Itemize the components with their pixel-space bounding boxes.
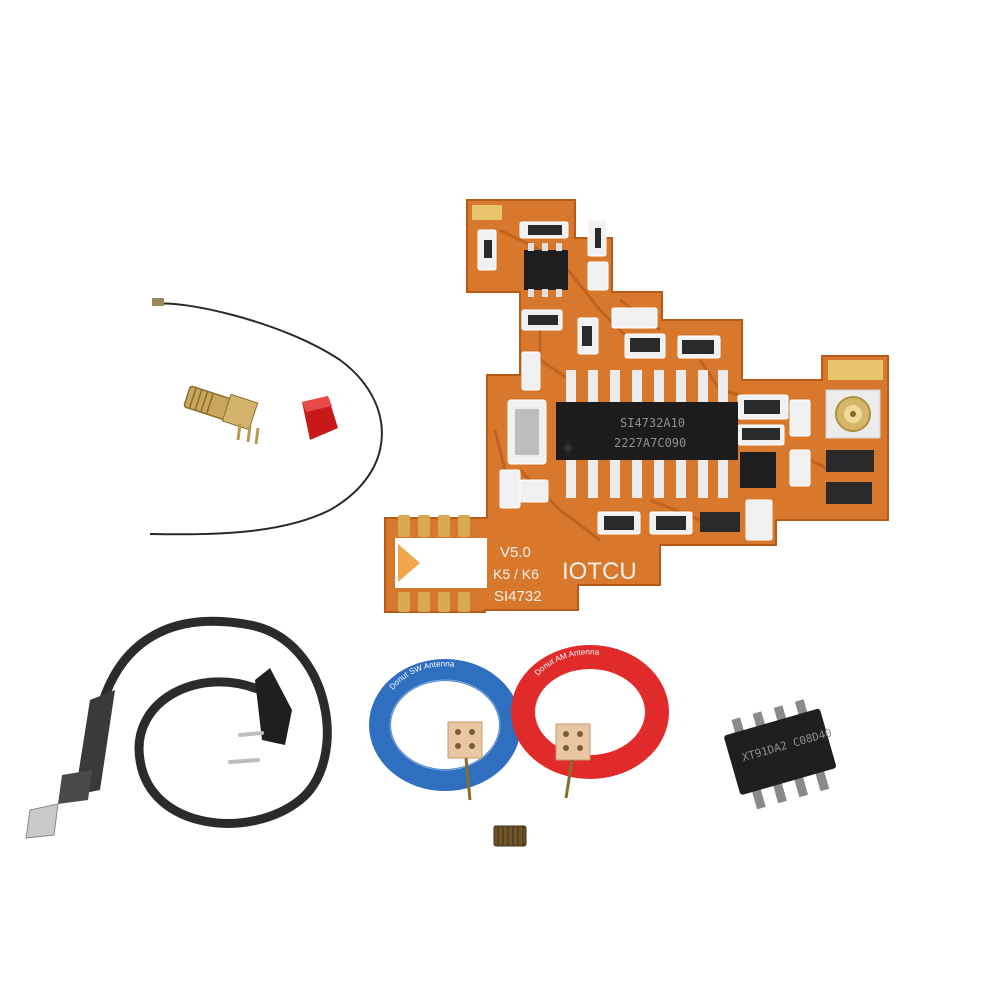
red-cap [302,396,338,440]
ufl-connector [825,389,881,439]
wire-antenna [149,298,383,536]
donut-sw-antenna: Donut SW Antenna [369,659,521,801]
ic-marking-line2: 2227A7C090 [614,436,686,450]
pcb-chip-label: SI4732 [494,588,542,605]
pcb-board: SI4732A10 2227A7C090 V5.0 K5 / K6 IOTCU … [384,199,889,613]
pcb-model-label: K5 / K6 [493,566,539,582]
pcb-version-label: V5.0 [500,544,531,561]
ic-marking-line1: SI4732A10 [620,416,685,430]
usb-programming-cable [25,616,332,839]
donut-am-antenna: Donut AM Antenna [511,645,669,799]
soic8-chip: XT91DA2 C08D40 [724,699,837,810]
si4732-ic: SI4732A10 2227A7C090 [556,370,738,498]
brass-standoff [493,825,527,847]
edge-pads [395,515,487,612]
transistor-chip [524,243,568,297]
pcb-brand-label: IOTCU [562,558,637,585]
sma-connector [183,385,260,445]
